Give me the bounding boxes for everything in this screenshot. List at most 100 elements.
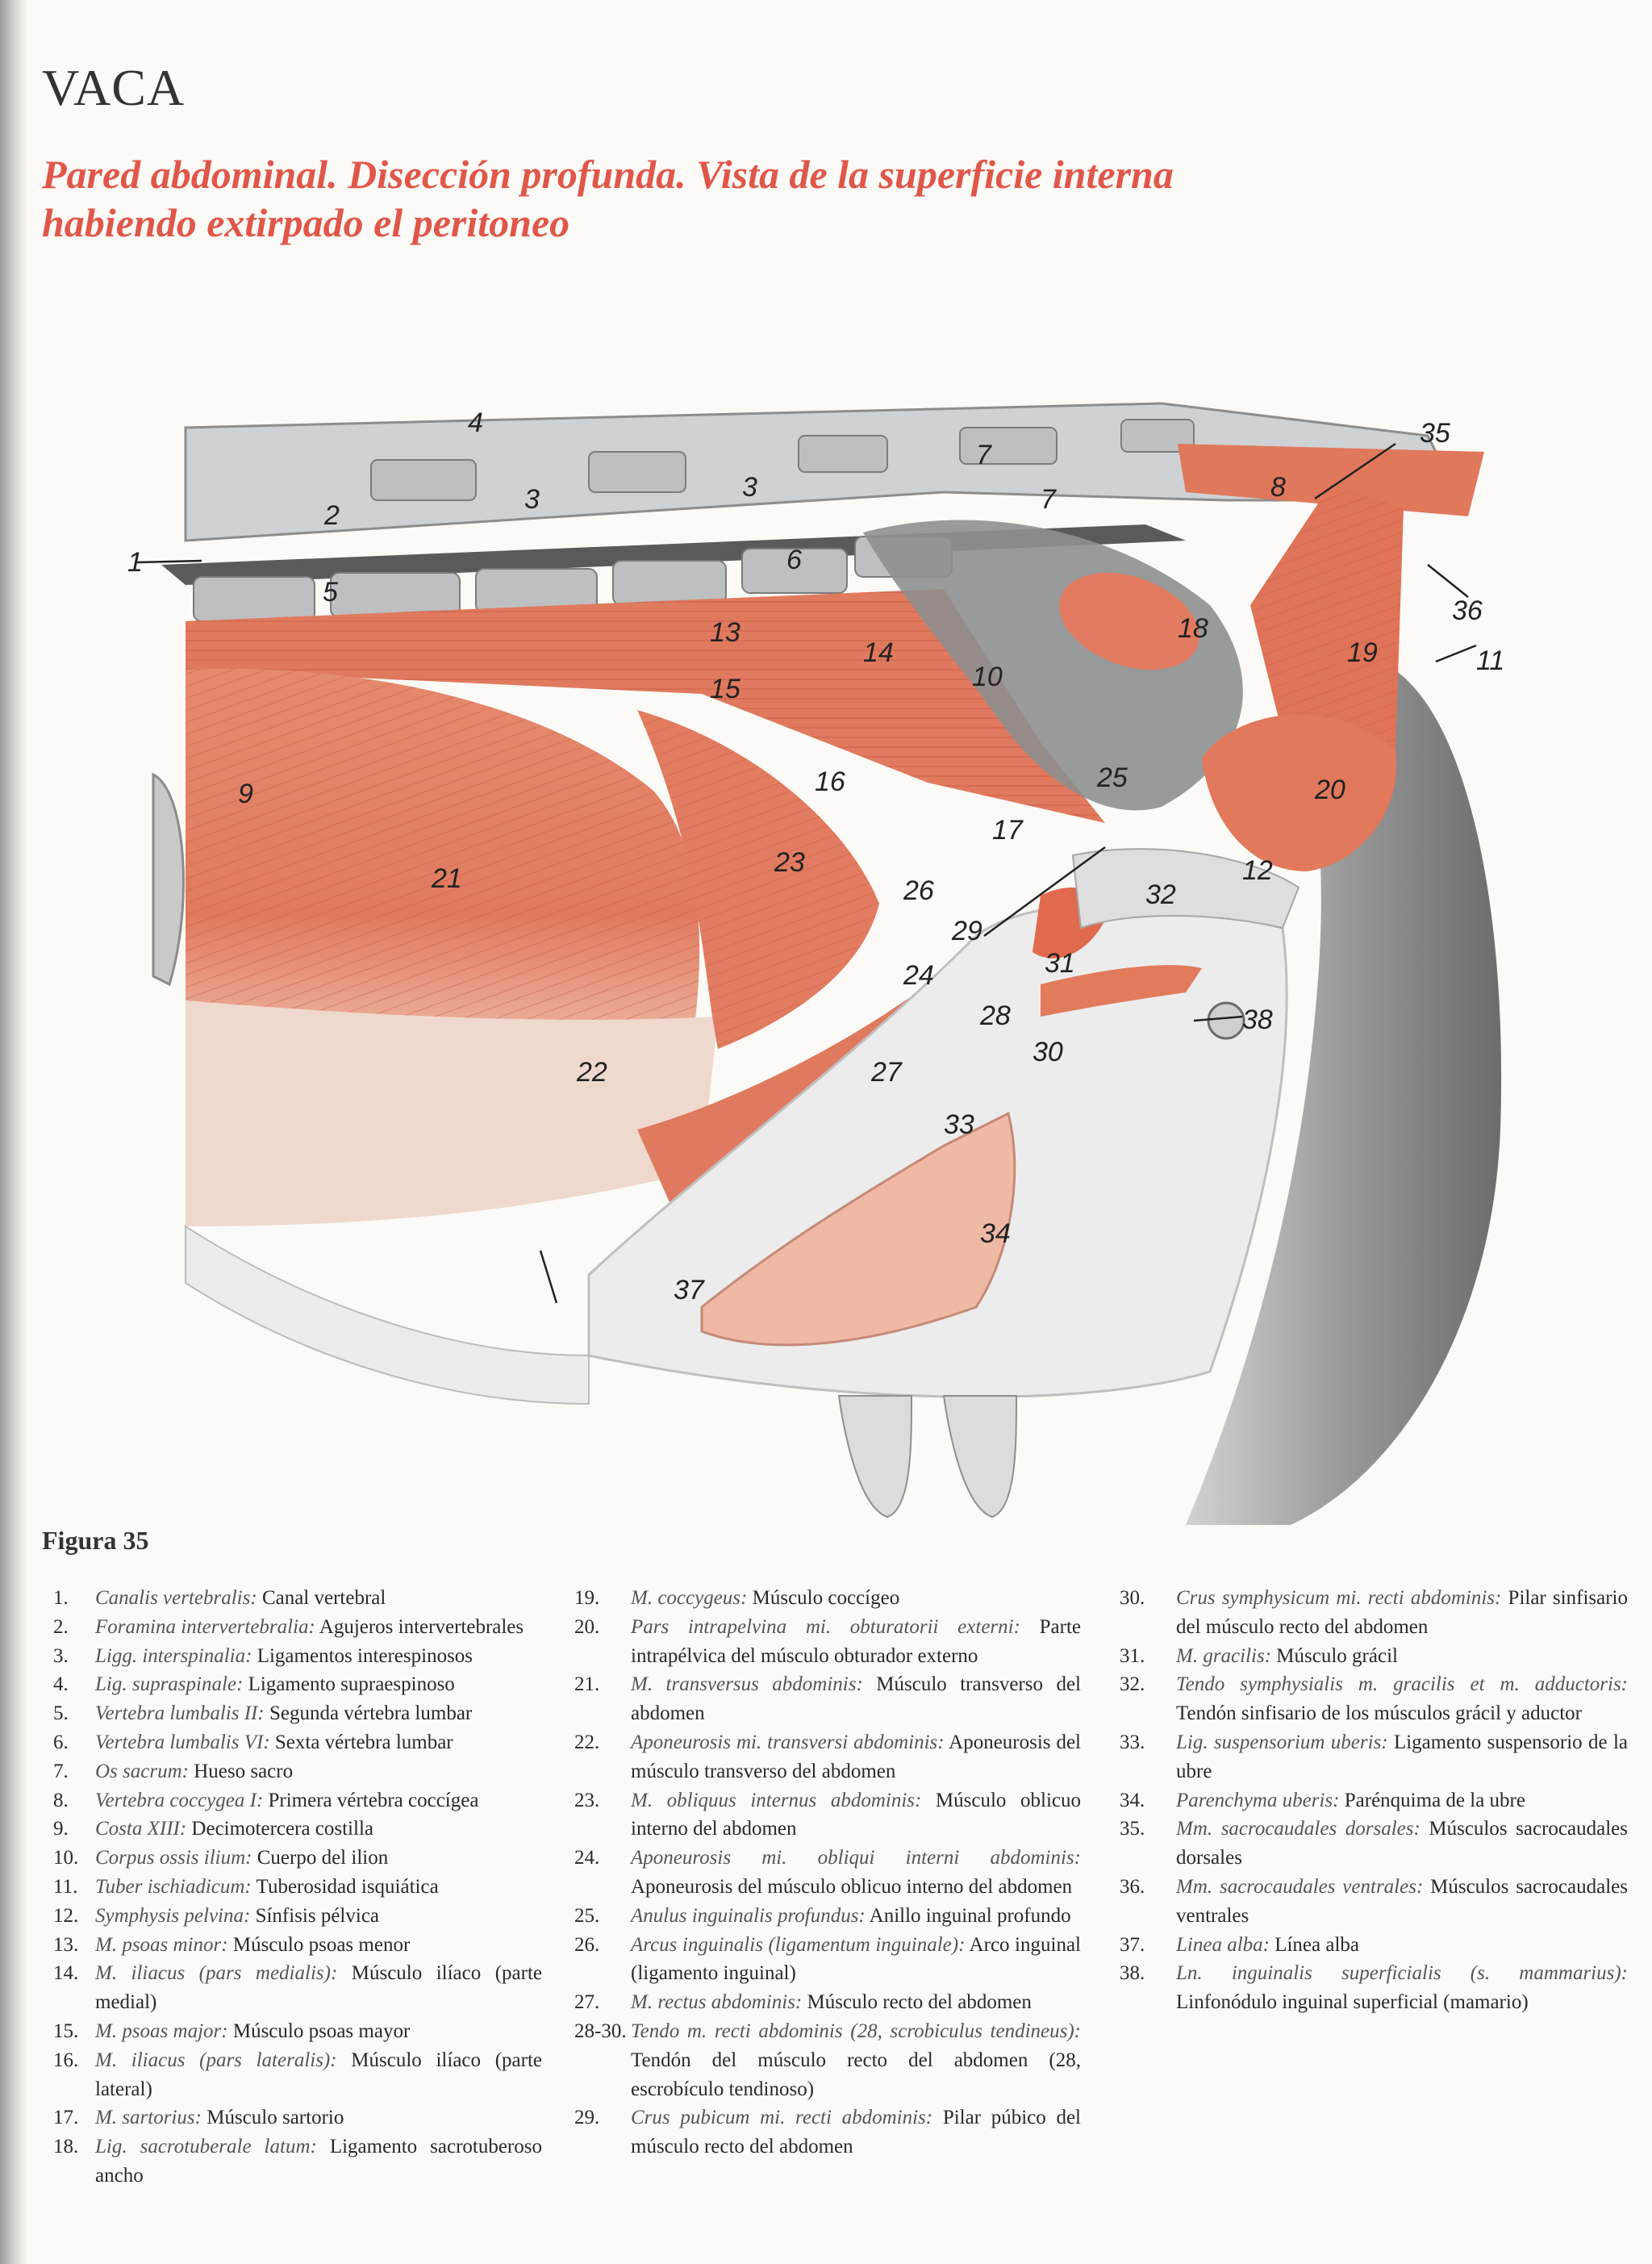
legend-item: 3.Ligg. interspinalia: Ligamentos intere… — [53, 1644, 473, 1667]
label-30: 30 — [1032, 1037, 1063, 1067]
obturator-muscle — [1202, 714, 1397, 871]
figure-labels: 1 2 3 3 4 5 6 7 7 8 9 10 11 12 13 14 15 … — [127, 407, 1504, 1305]
label-34: 34 — [980, 1218, 1011, 1249]
label-6: 6 — [786, 545, 802, 575]
legend-item: 8.Vertebra coccygea I: Primera vértebra … — [53, 1789, 479, 1811]
figure-caption: Figura 35 — [42, 1526, 149, 1555]
label-2: 2 — [323, 500, 340, 531]
inguinal-lymph-node — [1207, 1001, 1245, 1040]
label-1: 1 — [127, 547, 143, 578]
legend-item: 2.Foramina intervertebralia: Agujeros in… — [53, 1615, 524, 1638]
leader-lines — [136, 442, 1477, 1304]
legend-item: 33.Lig. suspensorium uberis: Ligamento s… — [1120, 1731, 1628, 1782]
vertebra-bodies — [193, 419, 1195, 622]
legend-item: 38.Ln. inguinalis superficialis (s. mamm… — [1120, 1962, 1628, 2014]
pelvis-shape — [1186, 662, 1502, 1525]
legend-item: 13.M. psoas minor: Músculo psoas menor — [53, 1933, 411, 1956]
sacrocaudal-muscle-strip — [1178, 444, 1484, 516]
legend-item: 4.Lig. supraspinale: Ligamento supraespi… — [53, 1673, 455, 1696]
label-22: 22 — [576, 1057, 607, 1088]
label-23: 23 — [774, 847, 805, 878]
legend-item: 32.Tendo symphysialis m. gracilis et m. … — [1120, 1673, 1628, 1725]
teat-right — [942, 1395, 1018, 1518]
legend-column-1: 1.Canalis vertebralis: Canal vertebral 2… — [42, 1584, 542, 2191]
legend-item: 22.Aponeurosis mi. transversi abdominis:… — [574, 1731, 1082, 1782]
page-title: VACA — [42, 59, 186, 116]
anatomical-illustration: 1 2 3 3 4 5 6 7 7 8 9 10 11 12 13 14 15 … — [127, 402, 1504, 1525]
legend-item: 17.M. sartorius: Músculo sartorio — [53, 2107, 344, 2129]
legend-item: 30.Crus symphysicum mi. recti abdominis:… — [1120, 1587, 1628, 1638]
label-3a: 3 — [524, 484, 540, 515]
legend-item: 37.Linea alba: Línea alba — [1120, 1933, 1360, 1956]
legend-item: 24.Aponeurosis mi. obliqui interni abdom… — [574, 1847, 1081, 1898]
label-5: 5 — [323, 577, 338, 608]
rectus-tendon — [1041, 965, 1202, 1017]
legend-item: 19.M. coccygeus: Músculo coccígeo — [574, 1587, 900, 1609]
label-3b: 3 — [742, 472, 757, 503]
label-25: 25 — [1096, 762, 1128, 793]
label-38: 38 — [1242, 1005, 1273, 1035]
label-29: 29 — [951, 916, 982, 946]
udder-parenchyma — [700, 1111, 1016, 1347]
subtitle-line-2: habiendo extirpado el peritoneo — [42, 200, 570, 245]
label-24: 24 — [903, 960, 934, 991]
label-20: 20 — [1314, 775, 1345, 805]
label-18: 18 — [1178, 613, 1208, 644]
label-36: 36 — [1452, 595, 1483, 626]
legend-item: 28-30.Tendo m. recti abdominis (28, scro… — [574, 2020, 1081, 2100]
legend-item: 16.M. iliacus (pars lateralis): Músculo … — [53, 2049, 542, 2100]
transverse-aponeurosis — [186, 1000, 718, 1226]
label-7b: 7 — [1041, 484, 1057, 515]
label-33: 33 — [944, 1109, 974, 1140]
label-8: 8 — [1270, 472, 1286, 503]
legend-item: 15.M. psoas major: Músculo psoas mayor — [53, 2020, 411, 2042]
label-4: 4 — [468, 407, 483, 438]
legend-item: 14.M. iliacus (pars medialis): Músculo i… — [53, 1962, 542, 2014]
label-37: 37 — [674, 1275, 705, 1305]
label-26: 26 — [903, 875, 934, 906]
label-27: 27 — [870, 1057, 903, 1088]
legend-item: 1.Canalis vertebralis: Canal vertebral — [53, 1587, 386, 1609]
label-21: 21 — [431, 863, 462, 894]
legend-item: 21.M. transversus abdominis: Músculo tra… — [574, 1673, 1081, 1725]
legend-item: 12.Symphysis pelvina: Sínfisis pélvica — [53, 1904, 380, 1927]
legend-item: 34.Parenchyma uberis: Parénquima de la u… — [1120, 1789, 1525, 1811]
label-28: 28 — [979, 1000, 1011, 1031]
label-31: 31 — [1045, 948, 1075, 979]
label-12: 12 — [1242, 855, 1273, 886]
legend-column-3: 30.Crus symphysicum mi. recti abdominis:… — [1120, 1584, 1628, 2017]
label-11: 11 — [1476, 645, 1504, 676]
gracilis-tendon — [1071, 848, 1300, 929]
label-16: 16 — [815, 767, 845, 797]
label-7a: 7 — [976, 440, 992, 470]
legend-column-2: 19.M. coccygeus: Músculo coccígeo 20.Par… — [574, 1584, 1081, 2162]
teat-left — [837, 1395, 913, 1518]
legend-item: 20.Pars intrapelvina mi. obturatorii ext… — [574, 1615, 1081, 1667]
label-19: 19 — [1347, 637, 1378, 668]
legend-item: 27.M. rectus abdominis: Músculo recto de… — [574, 1991, 1032, 2014]
label-14: 14 — [863, 637, 894, 668]
legend-item: 9.Costa XIII: Decimotercera costilla — [53, 1818, 373, 1840]
label-15: 15 — [710, 674, 740, 704]
legend-item: 18.Lig. sacrotuberale latum: Ligamento s… — [53, 2136, 542, 2187]
label-10: 10 — [972, 662, 1003, 692]
legend-item: 26.Arcus inguinalis (ligamentum inguinal… — [574, 1933, 1081, 1985]
legend-item: 6.Vertebra lumbalis VI: Sexta vértebra l… — [53, 1731, 453, 1753]
legend-item: 35.Mm. sacrocaudales dorsales: Músculos … — [1120, 1818, 1628, 1869]
legend-item: 36.Mm. sacrocaudales ventrales: Músculos… — [1120, 1875, 1628, 1927]
label-17: 17 — [992, 815, 1024, 846]
label-35: 35 — [1420, 418, 1450, 449]
legend-item: 7.Os sacrum: Hueso sacro — [53, 1760, 294, 1782]
rib-13 — [152, 772, 185, 987]
legend-item: 31.M. gracilis: Músculo grácil — [1120, 1644, 1398, 1667]
legend-item: 25.Anulus inguinalis profundus: Anillo i… — [574, 1904, 1071, 1927]
legend-item: 11.Tuber ischiadicum: Tuberosidad isquiá… — [53, 1875, 439, 1898]
sacrotuberous-ligament — [1059, 572, 1199, 670]
label-9: 9 — [238, 779, 253, 809]
legend-item: 5.Vertebra lumbalis II: Segunda vértebra… — [53, 1702, 473, 1725]
page-edge-shadow — [0, 0, 27, 2264]
subtitle-line-1: Pared abdominal. Disección profunda. Vis… — [42, 152, 1174, 197]
legend-item: 29.Crus pubicum mi. recti abdominis: Pil… — [574, 2107, 1081, 2158]
label-32: 32 — [1145, 879, 1176, 910]
legend-item: 10.Corpus ossis ilium: Cuerpo del ilion — [53, 1847, 389, 1869]
